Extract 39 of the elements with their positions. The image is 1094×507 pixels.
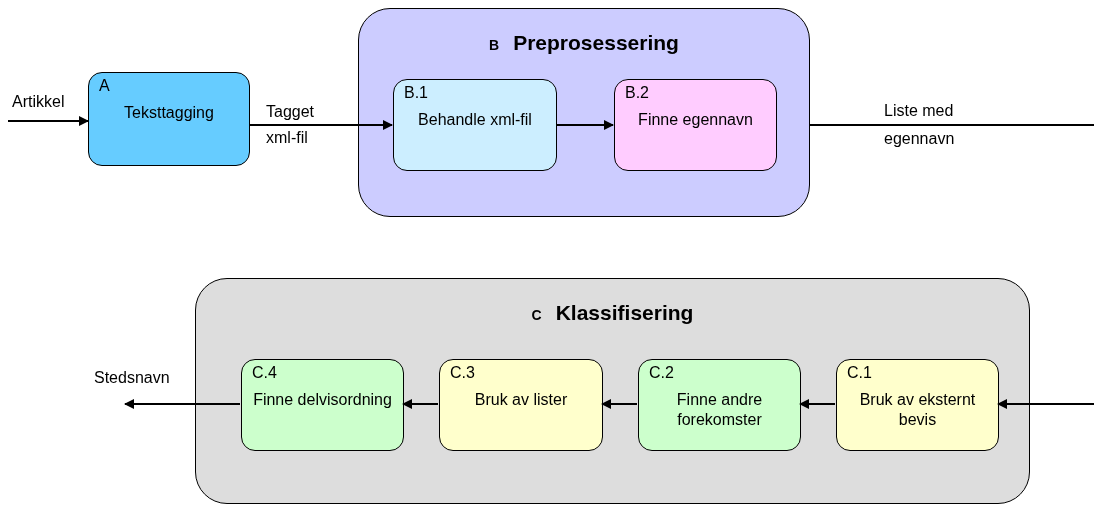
process-box bbox=[88, 72, 250, 166]
group-panel bbox=[358, 8, 810, 217]
process-box bbox=[638, 359, 801, 451]
process-box bbox=[439, 359, 603, 451]
arrow bbox=[997, 399, 1094, 409]
step-code: C.2 bbox=[649, 364, 674, 382]
group-panel bbox=[195, 278, 1030, 504]
arrow bbox=[124, 399, 241, 409]
step-label: Bruk av lister bbox=[473, 390, 569, 410]
arrow bbox=[799, 399, 836, 409]
arrow bbox=[7, 116, 89, 126]
group-title: Klassifisering bbox=[555, 301, 694, 325]
step-label: Teksttagging bbox=[123, 103, 215, 123]
step-code: C.3 bbox=[450, 364, 475, 382]
edge-label: Artikkel bbox=[12, 92, 66, 112]
step-label: Behandle xml-fil bbox=[417, 110, 533, 130]
edge-label: Tagget xml-fil bbox=[266, 102, 316, 148]
step-label: Finne egennavn bbox=[637, 110, 754, 130]
process-box bbox=[241, 359, 404, 451]
step-code: B.1 bbox=[404, 84, 428, 102]
group-code: C bbox=[531, 307, 542, 323]
process-box bbox=[614, 79, 777, 171]
step-code: A bbox=[99, 77, 110, 95]
step-code: C.1 bbox=[847, 364, 872, 382]
step-code: B.2 bbox=[625, 84, 649, 102]
edge-label: Stedsnavn bbox=[94, 368, 171, 388]
step-label: Finne andre forekomster bbox=[675, 390, 764, 430]
step-label: Finne delvisordning bbox=[252, 390, 393, 410]
process-box bbox=[836, 359, 999, 451]
step-code: C.4 bbox=[252, 364, 277, 382]
arrow bbox=[555, 120, 614, 130]
edge-label: Liste med egennavn bbox=[884, 101, 956, 149]
process-box bbox=[393, 79, 557, 171]
arrow bbox=[402, 399, 439, 409]
arrow bbox=[249, 120, 393, 130]
group-code: B bbox=[489, 37, 500, 53]
step-label: Bruk av eksternt bevis bbox=[858, 390, 977, 430]
arrow bbox=[601, 399, 638, 409]
group-title: Preprosessering bbox=[513, 31, 679, 55]
